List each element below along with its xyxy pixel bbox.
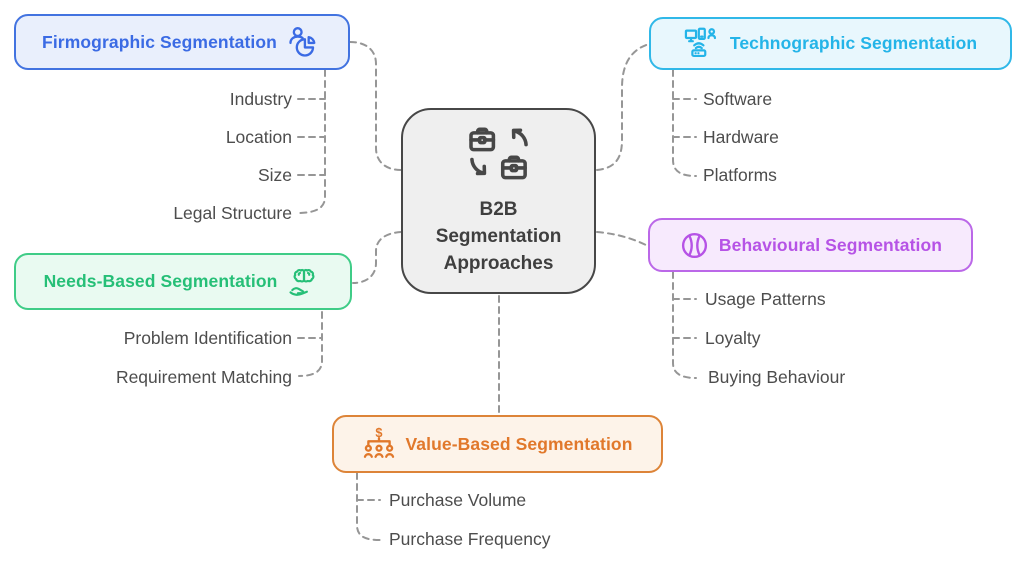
connector-center-to-needs-based (352, 231, 402, 284)
child-label-industry: Industry (229, 89, 292, 109)
branch-node-value-based-segmentation[interactable]: $ Value-Based Segmentation (332, 415, 663, 473)
child-label-legal-structure: Legal Structure (173, 203, 292, 223)
center-node-b2b-segmentation-approaches[interactable]: B2B Segmentation Approaches (401, 108, 596, 294)
briefcase-exchange-icon (466, 125, 532, 186)
child-label-hardware: Hardware (703, 127, 779, 147)
child-label-location: Location (225, 127, 292, 147)
connector-behavioural-children-spine (672, 271, 697, 379)
connector-needs-children-spine (298, 311, 323, 377)
center-node-title: B2B Segmentation Approaches (436, 196, 562, 277)
branch-label-behavioural: Behavioural Segmentation (718, 234, 943, 255)
child-label-size: Size (257, 165, 292, 185)
center-line-3: Approaches (443, 253, 554, 274)
dollar-org-chart-icon: $ (362, 427, 396, 461)
branch-label-value-based: Value-Based Segmentation (405, 433, 633, 454)
child-label-platforms: Platforms (703, 165, 777, 185)
user-pie-chart-icon (286, 24, 322, 60)
child-label-problem-identification: Problem Identification (123, 328, 292, 348)
branch-label-firmographic: Firmographic Segmentation (42, 31, 277, 52)
branch-label-technographic: Technographic Segmentation (729, 33, 978, 53)
child-label-purchase-volume: Purchase Volume (389, 490, 527, 510)
child-label-requirement-matching: Requirement Matching (115, 367, 292, 387)
svg-text:$: $ (376, 427, 383, 440)
connector-center-to-technographic (596, 43, 650, 171)
connector-firmographic-children-spine (297, 69, 326, 214)
branch-node-technographic-segmentation[interactable]: Technographic Segmentation (649, 17, 1012, 70)
center-line-2: Segmentation (435, 226, 562, 247)
connector-center-to-firmographic (349, 41, 402, 171)
branch-node-firmographic-segmentation[interactable]: Firmographic Segmentation (14, 14, 350, 70)
branch-node-behavioural-segmentation[interactable]: Behavioural Segmentation (648, 218, 973, 272)
branch-label-needs-based: Needs-Based Segmentation (43, 271, 278, 291)
child-label-buying-behaviour: Buying Behaviour (708, 367, 846, 387)
child-label-purchase-frequency: Purchase Frequency (389, 529, 551, 549)
child-label-usage-patterns: Usage Patterns (705, 289, 826, 309)
connector-technographic-children-spine (672, 69, 697, 177)
center-line-1: B2B (479, 199, 518, 220)
connector-value-children-spine (356, 472, 381, 541)
connector-center-to-behavioural (596, 231, 649, 247)
ball-icon (679, 230, 710, 261)
hand-holding-brain-icon (286, 264, 322, 300)
child-label-software: Software (703, 89, 773, 109)
branch-node-needs-based-segmentation[interactable]: Needs-Based Segmentation (14, 253, 352, 310)
devices-network-icon (684, 26, 721, 61)
child-label-loyalty: Loyalty (705, 328, 761, 348)
